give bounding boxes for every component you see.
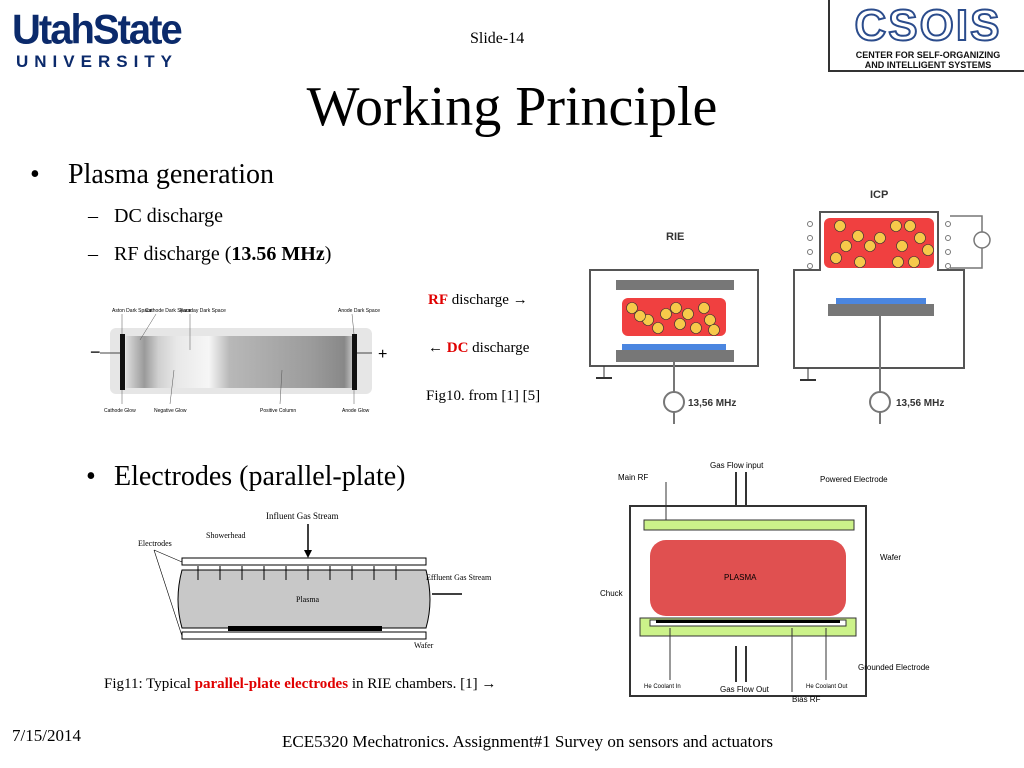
fig11-prefix: Fig11: Typical (104, 676, 195, 692)
label-plasma: Plasma (296, 595, 320, 604)
label-cathode-dark-space: Cathode Dark Space (145, 308, 192, 314)
label-anode-glow: Anode Glow (342, 408, 370, 414)
label-influent-gas: Influent Gas Stream (266, 511, 338, 521)
label-main-rf: Main RF (618, 473, 648, 482)
fig10-caption: Fig10. from [1] [5] (426, 388, 541, 404)
chamber-figure: Main RF Gas Flow input Powered Electrode… (600, 461, 930, 704)
tube-glow (126, 336, 356, 388)
label-he-coolant-in: He Coolant In (644, 684, 681, 690)
fig11-highlight: parallel-plate electrodes (194, 676, 349, 692)
rie-bottom-electrode (616, 350, 734, 362)
annotation-dc-discharge: ← DC discharge (428, 340, 529, 357)
label-wafer: Wafer (880, 553, 901, 562)
powered-electrode (643, 519, 855, 531)
label-gas-flow-input: Gas Flow input (710, 461, 764, 470)
fig11-suffix: in RIE chambers. [1] (348, 676, 482, 692)
cathode-plate (120, 334, 125, 390)
label-gas-flow-out: Gas Flow Out (720, 685, 770, 694)
rf-rest-label: discharge (448, 292, 509, 308)
wafer (228, 626, 382, 631)
top-electrode (181, 557, 427, 566)
icp-coil-source-icon (973, 231, 991, 249)
csois-logo-sub2: AND INTELLIGENT SYSTEMS (864, 60, 992, 70)
chamber-plasma (650, 540, 846, 616)
label-positive-column: Positive Column (260, 408, 296, 414)
dc-red-label: DC (446, 340, 469, 356)
dc-rest-label: discharge (468, 340, 530, 356)
label-chuck: Chuck (600, 589, 624, 598)
usu-logo-main: UtahState (12, 6, 183, 54)
rie-frequency: 13,56 MHz (688, 398, 736, 409)
label-aston-dark-space: Aston Dark Space (112, 308, 153, 314)
rf-source-icon (663, 391, 685, 413)
rf-red-label: RF (428, 292, 448, 308)
icp-rf-source-icon (869, 391, 891, 413)
rie-icp-figure: RIE 13,56 MHz ICP 13,56 MHz (589, 189, 991, 424)
usu-logo-sub: UNIVERSITY (16, 52, 179, 71)
arrow-right-icon: → (512, 292, 528, 308)
label-anode-dark-space: Anode Dark Space (338, 308, 380, 314)
csois-logo-sub1: CENTER FOR SELF-ORGANIZING (855, 50, 1001, 60)
rie-label: RIE (666, 231, 684, 243)
footer-course: ECE5320 Mechatronics. Assignment#1 Surve… (282, 732, 774, 751)
sub-bullet-text: DC discharge (114, 205, 224, 227)
minus-sign: − (90, 342, 101, 362)
showerhead-figure: Influent Gas Stream Showerhead Electrode… (138, 511, 492, 650)
dc-discharge-figure: − + Aston Dark Space Cathode Dark Space … (90, 308, 387, 414)
bottom-electrode (181, 631, 427, 640)
csois-logo: CSOIS CENTER FOR SELF-ORGANIZING AND INT… (828, 0, 1024, 72)
label-he-coolant-out: He Coolant Out (806, 684, 848, 690)
icp-frequency: 13,56 MHz (896, 398, 944, 409)
sub-bullet-rf-prefix: RF discharge ( (114, 243, 232, 265)
icp-wafer (836, 298, 926, 304)
slide-number: Slide-14 (470, 30, 525, 47)
label-electrodes: Electrodes (138, 539, 172, 548)
chamber-wafer (656, 620, 840, 623)
label-effluent-gas: Effluent Gas Stream (426, 573, 492, 582)
footer-date: 7/15/2014 (12, 726, 81, 745)
plasma-region (177, 569, 431, 629)
label-plasma: PLASMA (724, 573, 757, 582)
anode-plate (352, 334, 357, 390)
rie-wafer (622, 344, 726, 350)
annotation-rf-discharge: RF discharge → (428, 292, 528, 309)
csois-logo-main: CSOIS (854, 1, 1002, 51)
label-bias-rf: Bias RF (792, 695, 821, 704)
label-cathode-glow: Cathode Glow (104, 408, 136, 414)
plus-sign: + (378, 346, 387, 363)
arrow-left-icon: ← (428, 340, 443, 356)
icp-label: ICP (870, 189, 888, 201)
rie-top-electrode (616, 280, 734, 290)
sub-bullet-rf-freq: 13.56 MHz (231, 243, 325, 265)
bullet-text: Electrodes (parallel-plate) (114, 461, 406, 492)
arrow-right-icon: → (481, 676, 497, 692)
label-powered-electrode: Powered Electrode (820, 475, 888, 484)
icp-electrode (828, 304, 934, 316)
sub-bullet-rf-suffix: ) (324, 243, 332, 265)
label-showerhead: Showerhead (206, 531, 246, 540)
fig11-caption: Fig11: Typical parallel-plate electrodes… (104, 676, 496, 693)
label-wafer: Wafer (414, 641, 434, 650)
label-negative-glow: Negative Glow (154, 408, 187, 414)
slide-title: Working Principle (306, 76, 718, 138)
usu-logo: UtahState UNIVERSITY (12, 6, 202, 74)
bullet-text: Plasma generation (68, 159, 275, 190)
label-faraday-dark-space: Faraday Dark Space (180, 308, 226, 314)
label-grounded-electrode: Grounded Electrode (858, 663, 930, 672)
